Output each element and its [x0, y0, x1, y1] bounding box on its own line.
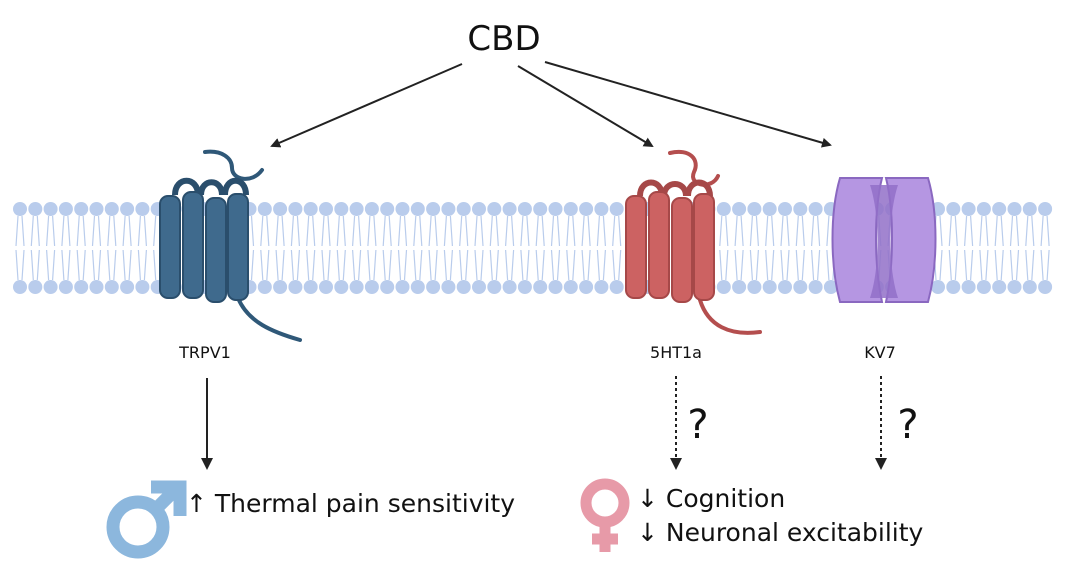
arrow-to-5ht1a [517, 65, 654, 148]
male-symbol-icon [106, 480, 187, 559]
question-mark-kv7: ? [897, 402, 918, 448]
female-effect-excitability: ↓ Neuronal excitability [637, 518, 924, 547]
arrow-to-trpv1 [270, 63, 463, 148]
receptor-label-5ht1a: 5HT1a [650, 343, 702, 362]
receptor-label-trpv1: TRPV1 [178, 343, 231, 362]
diagram-title: CBD [467, 19, 540, 59]
arrow-to-kv7 [544, 61, 832, 148]
trpv1-receptor-icon [159, 149, 302, 342]
female-effect-cognition: ↓ Cognition [637, 484, 785, 513]
cbd-arrows [270, 61, 832, 148]
kv7-channel-icon [831, 177, 937, 303]
female-symbol-icon [580, 478, 630, 552]
receptor-label-kv7: KV7 [864, 343, 896, 362]
question-mark-5ht1a: ? [687, 402, 708, 448]
5ht1a-receptor-icon [625, 149, 762, 335]
male-effect-text: ↑ Thermal pain sensitivity [186, 489, 515, 518]
